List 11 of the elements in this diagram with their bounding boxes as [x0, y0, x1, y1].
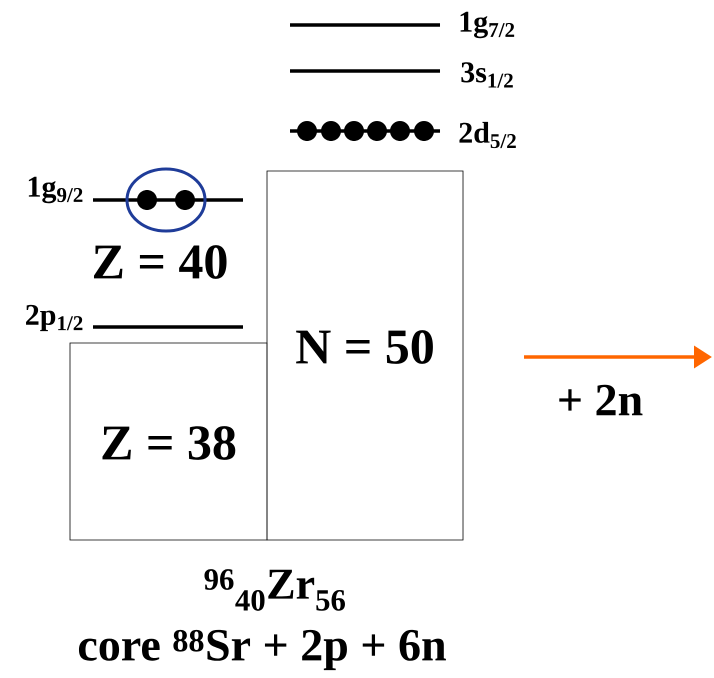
nucleus-symbol: 96$_{40}$Zr$_{56}$ — [204, 569, 345, 611]
arrow-label: + 2n — [559, 384, 642, 416]
shell-box: N = 50 — [266, 170, 464, 540]
level-label: 1g$_{9/2}$ — [28, 176, 82, 204]
level-label: 3s$_{1/2}$ — [461, 62, 513, 88]
proton-number-label: Z = 40 — [94, 245, 227, 279]
configuration-text: core $^{88}$Sr + 2p + 6n — [78, 630, 446, 670]
level-label: 2p$_{1/2}$ — [26, 304, 82, 332]
level-label: 2d$_{5/2}$ — [459, 122, 516, 148]
level-label: 1g$_{7/2}$ — [460, 12, 514, 38]
shell-box: Z = 38 — [70, 342, 268, 540]
